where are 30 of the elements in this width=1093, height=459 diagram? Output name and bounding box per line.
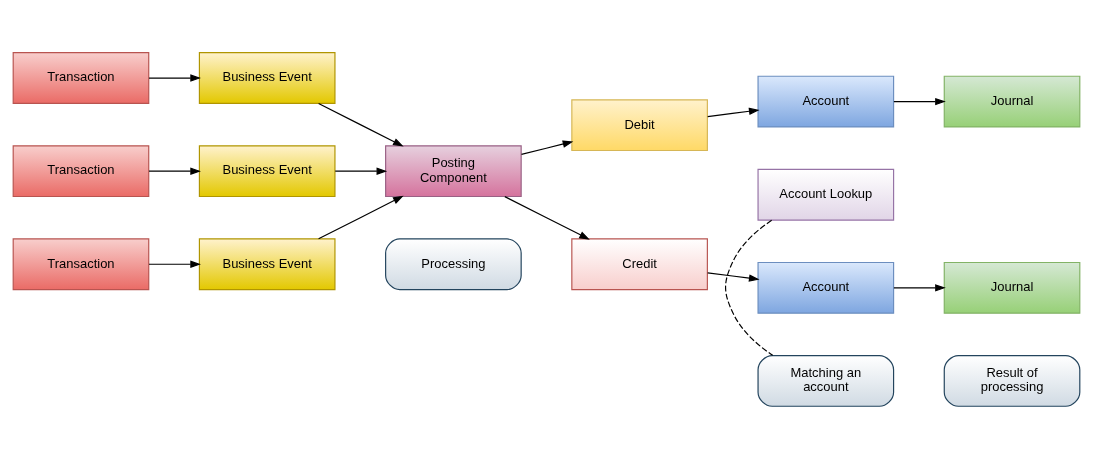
node-box: Debit xyxy=(571,99,708,152)
node-box: Business Event xyxy=(198,145,336,198)
node-box: Journal xyxy=(943,261,1081,314)
arrow xyxy=(148,74,201,82)
node-box: Credit xyxy=(571,238,708,291)
node-box: Processing xyxy=(385,238,522,291)
arrow xyxy=(148,167,201,175)
arrow xyxy=(707,272,760,282)
arrow xyxy=(504,196,590,240)
arrow xyxy=(893,284,946,292)
node-box: Transaction xyxy=(12,145,150,198)
node-box: Result of processing xyxy=(943,355,1081,407)
arrow xyxy=(318,102,404,147)
node-box: Matching an account xyxy=(757,355,895,407)
arrow xyxy=(707,107,760,118)
arrow xyxy=(148,260,201,268)
node-box: Transaction xyxy=(12,52,150,104)
arrow xyxy=(893,97,946,106)
node-box: Business Event xyxy=(198,52,336,104)
arrow xyxy=(318,195,404,240)
node-box: Account Lookup xyxy=(757,168,895,221)
node-box: Account xyxy=(757,261,895,314)
node-box: Journal xyxy=(943,75,1081,128)
arrow xyxy=(520,140,574,156)
arrow xyxy=(334,167,388,175)
node-box: Posting Component xyxy=(385,145,522,198)
node-box: Transaction xyxy=(12,238,150,291)
connector xyxy=(724,219,774,356)
node-box: Business Event xyxy=(198,238,336,291)
node-box: Account xyxy=(757,75,895,128)
